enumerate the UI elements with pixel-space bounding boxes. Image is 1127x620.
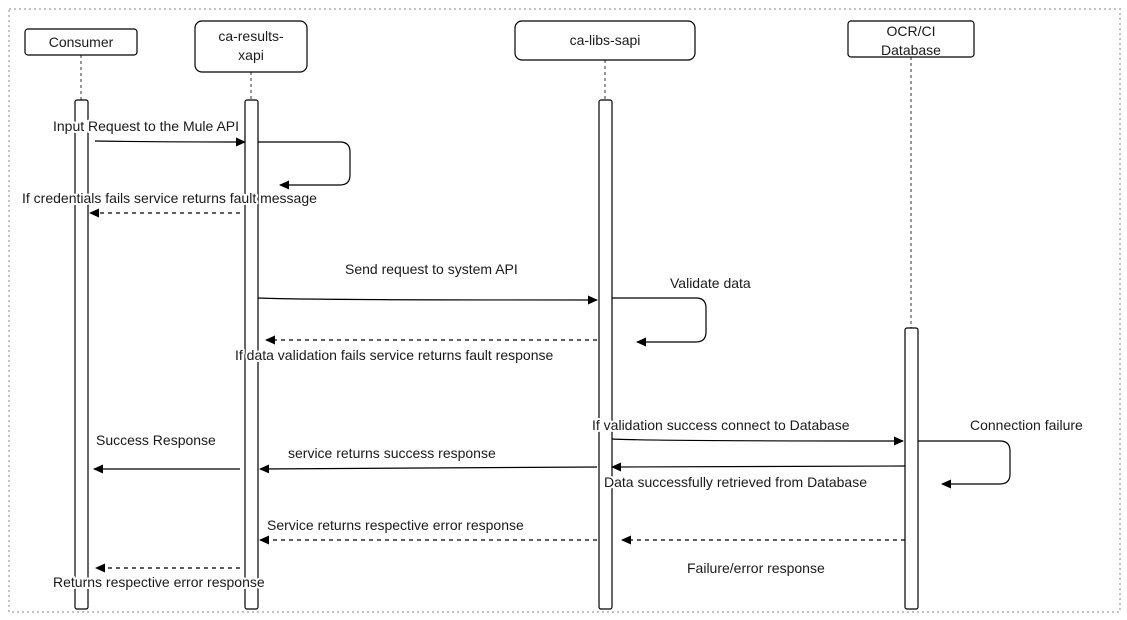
label-failure-error: Failure/error response — [687, 560, 825, 576]
participant-sapi-label: ca-libs-sapi — [570, 32, 641, 48]
diagram-frame — [8, 8, 1121, 613]
label-input-request: Input Request to the Mule API — [53, 118, 239, 134]
participant-xapi-label-line2: xapi — [238, 47, 264, 63]
label-service-error: Service returns respective error respons… — [267, 517, 524, 533]
participant-consumer-label: Consumer — [49, 34, 114, 50]
participant-xapi: ca-results- xapi — [194, 20, 308, 73]
participant-db-label-line1: OCR/CI — [887, 23, 936, 39]
arrow-validation-success — [611, 436, 904, 446]
label-validate-data: Validate data — [670, 275, 751, 291]
label-validation-fails: If data validation fails service returns… — [235, 347, 553, 363]
participant-xapi-label-line1: ca-results- — [218, 28, 284, 44]
arrow-service-success — [259, 464, 598, 474]
activation-xapi — [244, 99, 259, 610]
label-connection-failure: Connection failure — [970, 417, 1083, 433]
activation-consumer — [74, 99, 89, 610]
arrow-data-retrieved — [611, 462, 906, 472]
label-returns-error: Returns respective error response — [53, 574, 265, 590]
label-send-request: Send request to system API — [345, 261, 518, 277]
label-service-success: service returns success response — [288, 445, 496, 461]
label-data-retrieved: Data successfully retrieved from Databas… — [604, 474, 867, 490]
participant-sapi: ca-libs-sapi — [514, 20, 696, 61]
arrow-send-request — [257, 295, 598, 305]
arrow-input-request — [94, 137, 246, 147]
label-credentials-fail: If credentials fails service returns fau… — [22, 190, 317, 206]
label-success-response: Success Response — [96, 432, 216, 448]
participant-db-label-line2: Database — [881, 42, 941, 58]
activation-sapi — [598, 99, 613, 610]
arrow-self-db — [918, 440, 1011, 489]
participant-db: OCR/CI Database — [847, 20, 975, 58]
activation-db — [904, 327, 919, 610]
arrow-self-xapi — [258, 141, 351, 190]
participant-consumer: Consumer — [24, 28, 138, 56]
label-validation-success: If validation success connect to Databas… — [592, 417, 850, 433]
arrow-self-sapi — [612, 297, 707, 347]
